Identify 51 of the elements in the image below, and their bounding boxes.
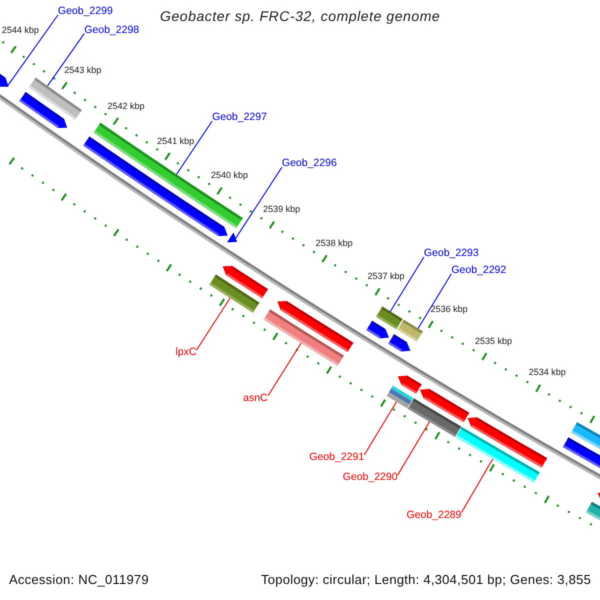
- gene-feature: [277, 300, 354, 352]
- leader-line: [235, 166, 282, 239]
- tick-label: 2537 kbp: [367, 270, 405, 282]
- gene-label: Geob_2293: [424, 246, 479, 260]
- gene-feature: [420, 388, 470, 422]
- map-title: Geobacter sp. FRC-32, complete genome: [160, 8, 440, 25]
- tick-label: 2539 kbp: [263, 204, 300, 216]
- gene-feature: [222, 266, 268, 298]
- tick-label: 2535 kbp: [475, 336, 512, 347]
- gene-block: [386, 386, 414, 408]
- gene-feature: [227, 232, 238, 242]
- gene-label: Geob_2290: [342, 470, 398, 484]
- tick-label: 2534 kbp: [528, 367, 566, 378]
- leader-line: [418, 273, 452, 329]
- leader-line: [176, 120, 213, 175]
- gene-label: Geob_2299: [58, 5, 113, 18]
- gene-feature: [0, 74, 9, 87]
- gene-feature: [366, 320, 389, 338]
- gene-label: Geob_2292: [451, 264, 506, 277]
- tick-label: 2544 kbp: [2, 25, 39, 36]
- leader-line: [8, 14, 58, 86]
- gene-label: Geob_2298: [84, 24, 140, 37]
- tick-label: 2538 kbp: [316, 238, 353, 249]
- gene-label: Geob_2296: [282, 157, 337, 170]
- leader-line: [390, 256, 424, 312]
- gene-feature: [468, 417, 548, 468]
- tick-label: 2541 kbp: [157, 136, 194, 147]
- leader-line: [268, 342, 302, 396]
- leader-line: [460, 458, 494, 514]
- accession-text: Accession: NC_011979: [9, 572, 149, 587]
- leader-line: [364, 401, 397, 456]
- gene-label: Geob_2297: [212, 111, 267, 124]
- gene-feature: [388, 334, 410, 352]
- tick-label: 2536 kbp: [430, 304, 468, 315]
- gene-feature: [562, 437, 600, 468]
- tick-label: 2543 kbp: [64, 65, 102, 76]
- gene-feature: [598, 492, 600, 498]
- tick-label: 2542 kbp: [108, 100, 145, 112]
- gene-label: lpxC: [175, 346, 196, 360]
- gene-block: [397, 320, 423, 342]
- gene-label: Geob_2291: [309, 450, 364, 464]
- gene-label: asnC: [243, 392, 268, 405]
- leader-line: [196, 298, 231, 351]
- leader-line: [397, 421, 430, 476]
- gene-feature: [19, 92, 68, 128]
- gene-block: [586, 502, 600, 520]
- tick-label: 2540 kbp: [210, 170, 248, 182]
- genome-summary-text: Topology: circular; Length: 4,304,501 bp; Genes: 3,855: [261, 572, 592, 587]
- gene-label: Geob_2289: [406, 508, 462, 522]
- gene-feature: [398, 376, 422, 394]
- leader-line: [46, 33, 85, 86]
